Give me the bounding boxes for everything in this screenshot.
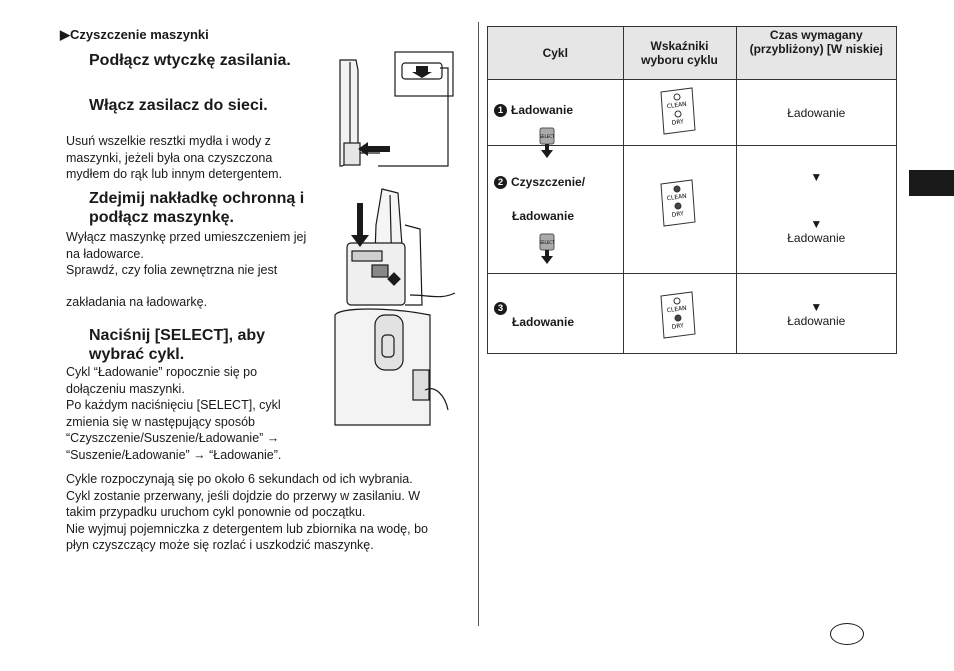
time-label: Ładowanie [787, 231, 846, 245]
down-arrow-icon [412, 66, 432, 78]
cycle-cell: 1 Ładowanie SELECT [487, 79, 624, 158]
svg-text:CLEAN: CLEAN [666, 101, 687, 111]
indicator-cell: CLEAN DRY [622, 145, 737, 274]
down-triangle-icon: ▼ [810, 217, 823, 231]
svg-text:DRY: DRY [671, 210, 684, 219]
time-label: Ładowanie [787, 105, 846, 120]
indicator-cell: CLEAN DRY [622, 273, 737, 354]
cycle-label: Ładowanie [511, 103, 574, 117]
svg-text:CLEAN: CLEAN [666, 193, 687, 203]
language-tab [909, 170, 954, 196]
step2-text: Usuń wszelkie resztki mydła i wody z mas… [66, 134, 283, 181]
step3-heading: Zdejmij nakładkę ochronną i podłącz masz… [89, 190, 305, 226]
step4-heading: Naciśnij [SELECT], aby wybrać cykl. [89, 327, 266, 363]
plug-illustration [339, 51, 454, 167]
indicator-panel: CLEAN DRY [659, 291, 696, 339]
cycle-cell: 3 Ładowanie [487, 273, 624, 354]
number-badge: 1 [494, 104, 507, 118]
step3-text: Wyłącz maszynkę przed umieszczeniem jej … [66, 230, 307, 277]
step3-text-b: zakładania na ładowarkę. [66, 295, 208, 309]
cycle-cell: 2 Czyszczenie/ Ładowanie SELECT [487, 145, 624, 274]
time-label: Ładowanie [787, 314, 846, 328]
left-arrow-icon [358, 142, 390, 156]
time-cell: Ładowanie [735, 79, 898, 146]
step1-heading: Podłącz wtyczkę zasilania. [89, 52, 291, 69]
time-cell: ▼ ▼ Ładowanie [735, 145, 898, 274]
shaver-illustration [334, 188, 456, 426]
dry-led [674, 202, 681, 210]
down-triangle-icon: ▼ [810, 170, 823, 184]
column-divider [478, 22, 479, 626]
number-badge: 2 [494, 176, 507, 190]
header-time: Czas wymagany(przybliżony) [W niskiej [735, 26, 898, 80]
cycle-label: Czyszczenie/ [511, 175, 586, 189]
table-row: 1 Ładowanie SELECT CLEAN DRY Ładowanie [487, 79, 898, 158]
svg-text:DRY: DRY [671, 118, 684, 127]
step2-heading: Włącz zasilacz do sieci. [89, 97, 268, 114]
down-arrow-icon [351, 203, 369, 247]
number-badge: 3 [494, 302, 507, 316]
cycle-label: Ładowanie [512, 315, 575, 329]
dry-led [674, 314, 681, 322]
indicator-panel: CLEAN DRY [659, 179, 696, 227]
cycle-label-2: Ładowanie [512, 209, 575, 223]
play-arrow-icon: ▶ [60, 27, 70, 42]
dry-led [674, 110, 681, 118]
indicator-cell: CLEAN DRY [622, 79, 737, 146]
svg-text:SELECT: SELECT [539, 240, 555, 245]
notes: Cykle rozpoczynają się po około 6 sekund… [66, 472, 428, 552]
page-number-oval [830, 623, 864, 645]
clean-led [673, 93, 680, 101]
select-button-arrow-icon: SELECT [539, 233, 555, 264]
section-title: ▶Czyszczenie maszynki [60, 27, 209, 42]
down-triangle-icon: ▼ [810, 300, 823, 314]
svg-text:SELECT: SELECT [539, 134, 555, 139]
clean-led [673, 297, 680, 305]
table-row: 2 Czyszczenie/ Ładowanie SELECT CLEAN DRY… [487, 145, 898, 274]
indicator-panel: CLEAN DRY [659, 87, 696, 135]
time-cell: ▼ Ładowanie [735, 273, 898, 354]
clean-led [673, 185, 680, 193]
header-cycle: Cykl [487, 26, 624, 80]
svg-text:CLEAN: CLEAN [666, 305, 687, 315]
step4-text: Cykl “Ładowanie” ropocznie się po dołącz… [66, 365, 282, 462]
table-row: 3 Ładowanie CLEAN DRY ▼ Ładowanie [487, 273, 898, 354]
svg-text:DRY: DRY [671, 322, 684, 331]
